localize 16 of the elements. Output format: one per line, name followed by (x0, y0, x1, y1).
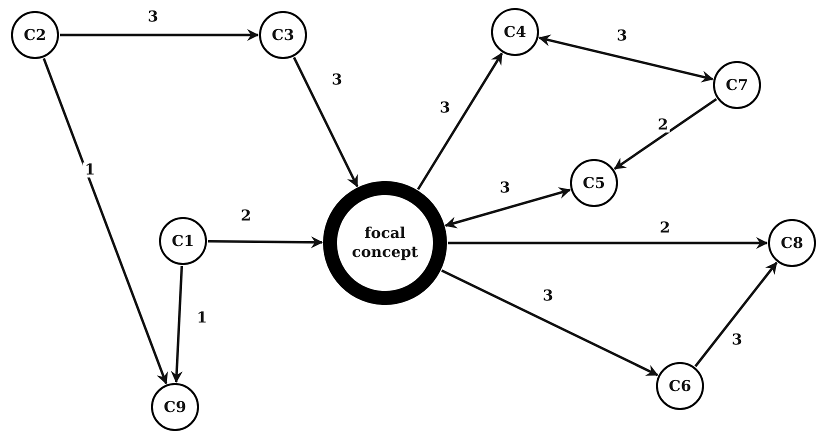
edge-label: 3 (540, 288, 556, 304)
edge-label: 3 (438, 100, 452, 116)
arrow (614, 98, 718, 170)
edge-label: 3 (498, 180, 512, 196)
edge-label: 3 (146, 10, 160, 24)
arrow (208, 236, 323, 248)
arrow (694, 262, 778, 368)
edge-label: 3 (730, 332, 744, 348)
arrow (42, 58, 168, 385)
edge-label: 3 (330, 72, 344, 88)
edge-label: 3 (614, 28, 630, 44)
edge-label: 2 (656, 118, 670, 132)
arrow (60, 29, 259, 41)
arrow (538, 34, 714, 82)
arrow (170, 266, 184, 384)
arrow (448, 237, 768, 249)
